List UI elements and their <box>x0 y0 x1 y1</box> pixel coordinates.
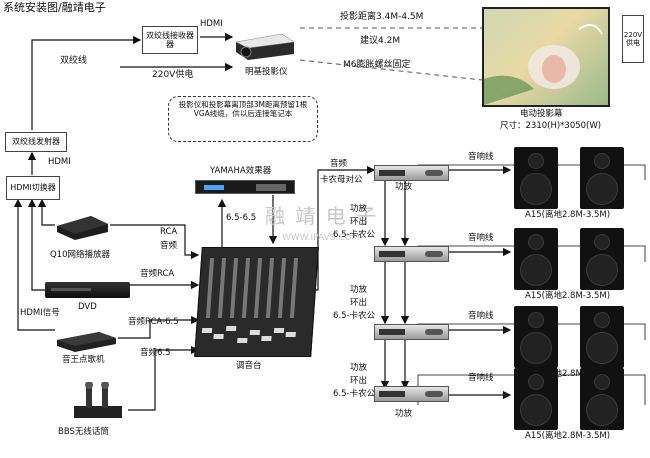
amp-link-label: 环出 <box>350 298 368 308</box>
speaker-device <box>580 147 624 209</box>
screen-label: 电动投影幕 <box>520 109 563 119</box>
audio-6-5-label: 音频6.5 <box>140 348 171 358</box>
watermark-text: 融 靖 电 子 <box>265 204 379 228</box>
amplifier-device <box>374 165 449 181</box>
amplifier-device <box>374 386 449 402</box>
speaker-cone <box>528 234 544 250</box>
twisted-pair-label: 双绞线 <box>60 56 88 66</box>
amp-link-label: 功放 <box>350 285 368 295</box>
audio-rca-label: 音频RCA <box>140 269 175 279</box>
audio-rca-6-5-label: 音频RCA-6.5 <box>128 317 179 327</box>
power-220-label: 220V供电 <box>152 70 194 80</box>
speaker-cone <box>594 234 610 250</box>
amplifier-label: 功放 <box>395 182 413 192</box>
speaker-cone <box>528 153 544 169</box>
projector-device <box>232 30 296 62</box>
speaker-woofer <box>586 394 618 426</box>
dvd-label: DVD <box>78 302 97 312</box>
amp-link-label: 6.5-卡农公 <box>333 230 376 240</box>
twisted-pair-receiver-box: 双绞线接收器器 <box>142 26 198 54</box>
speaker-cable-label: 音响线 <box>468 311 494 321</box>
amp-link-label: 功放 <box>350 204 368 214</box>
hdmi-top-label: HDMI <box>200 19 223 29</box>
network-player-device <box>55 212 110 242</box>
amp-link-label: 6.5-卡农公 <box>333 389 376 399</box>
speaker-label: A15(离地2.8M-3.5M) <box>525 210 611 220</box>
mic-device <box>68 381 128 420</box>
speaker-cone <box>594 312 610 328</box>
speaker-cone <box>528 312 544 328</box>
mixer-label: 调音台 <box>236 361 262 371</box>
speaker-cable-label: 音响线 <box>468 233 494 243</box>
speaker-woofer <box>586 254 618 286</box>
speaker-label: A15(离地2.8M-3.5M) <box>525 431 611 441</box>
audio-label: 音频 <box>160 241 178 251</box>
speaker-device <box>580 228 624 290</box>
speaker-device <box>514 147 558 209</box>
amp-link-label: 环出 <box>350 376 368 386</box>
amplifier-label: 功放 <box>395 409 413 419</box>
amp-link-label: 功放 <box>350 363 368 373</box>
speaker-cone <box>528 374 544 390</box>
speaker-cable-label: 音响线 <box>468 152 494 162</box>
twisted-pair-transmitter-box: 双绞线发射器 <box>5 132 67 152</box>
audio-out-label: 音频 <box>330 159 348 169</box>
speaker-label: A15(离地2.8M-3.5M) <box>525 369 611 379</box>
xlr-to-rca-label: 卡农母对公 <box>320 175 363 185</box>
speaker-label: A15(离地2.8M-3.5M) <box>525 291 611 301</box>
suggest-note: 建议4.2M <box>360 36 401 46</box>
hdmi-signal-label: HDMI信号 <box>20 308 60 318</box>
speaker-woofer <box>520 394 552 426</box>
speaker-device <box>580 306 624 368</box>
amp-link-label: 环出 <box>350 217 368 227</box>
projection-screen <box>482 7 610 107</box>
page-title: 系统安装图/融靖电子 <box>3 1 106 14</box>
watermark-url: WWW.IPAVS.COM <box>282 233 360 243</box>
amplifier-device <box>374 246 449 262</box>
screw-note: M6膨胀螺丝固定 <box>343 60 411 70</box>
speaker-cone <box>594 153 610 169</box>
network-player-label: Q10网络播放器 <box>50 250 111 260</box>
speaker-woofer <box>520 254 552 286</box>
projector-label: 明基投影仪 <box>245 67 288 77</box>
effects-device <box>195 180 295 194</box>
link-6-5-label: 6.5-6.5 <box>226 213 257 223</box>
speaker-woofer <box>520 173 552 205</box>
karaoke-device <box>55 330 118 352</box>
mixer-device <box>194 247 319 357</box>
speaker-woofer <box>586 332 618 364</box>
amplifier-device <box>374 324 449 340</box>
speaker-device <box>514 368 558 430</box>
mic-label: BBS无线话筒 <box>58 427 109 437</box>
speaker-woofer <box>520 332 552 364</box>
screen-size-label: 尺寸：2310(H)*3050(W) <box>500 121 602 131</box>
amp-link-label: 6.5-卡农公 <box>333 311 376 321</box>
vga-note: 投影仪和投影幕离顶部3M距离预留1根VGA线缆，供以后连接笔记本 <box>168 96 318 142</box>
hdmi-left-label: HDMI <box>48 157 71 167</box>
effects-label: YAMAHA效果器 <box>210 166 272 176</box>
speaker-device <box>514 306 558 368</box>
dvd-device <box>45 282 130 298</box>
distance-note: 投影距离3.4M-4.5M <box>340 12 424 22</box>
speaker-cone <box>594 374 610 390</box>
speaker-cable-label: 音响线 <box>468 373 494 383</box>
speaker-device <box>514 228 558 290</box>
speaker-device <box>580 368 624 430</box>
karaoke-label: 音王点歌机 <box>62 355 105 365</box>
speaker-woofer <box>586 173 618 205</box>
rca-label: RCA <box>160 227 178 237</box>
hdmi-switch-box: HDMI切换器 <box>6 176 60 200</box>
power-220-box: 220V供电 <box>622 15 644 63</box>
